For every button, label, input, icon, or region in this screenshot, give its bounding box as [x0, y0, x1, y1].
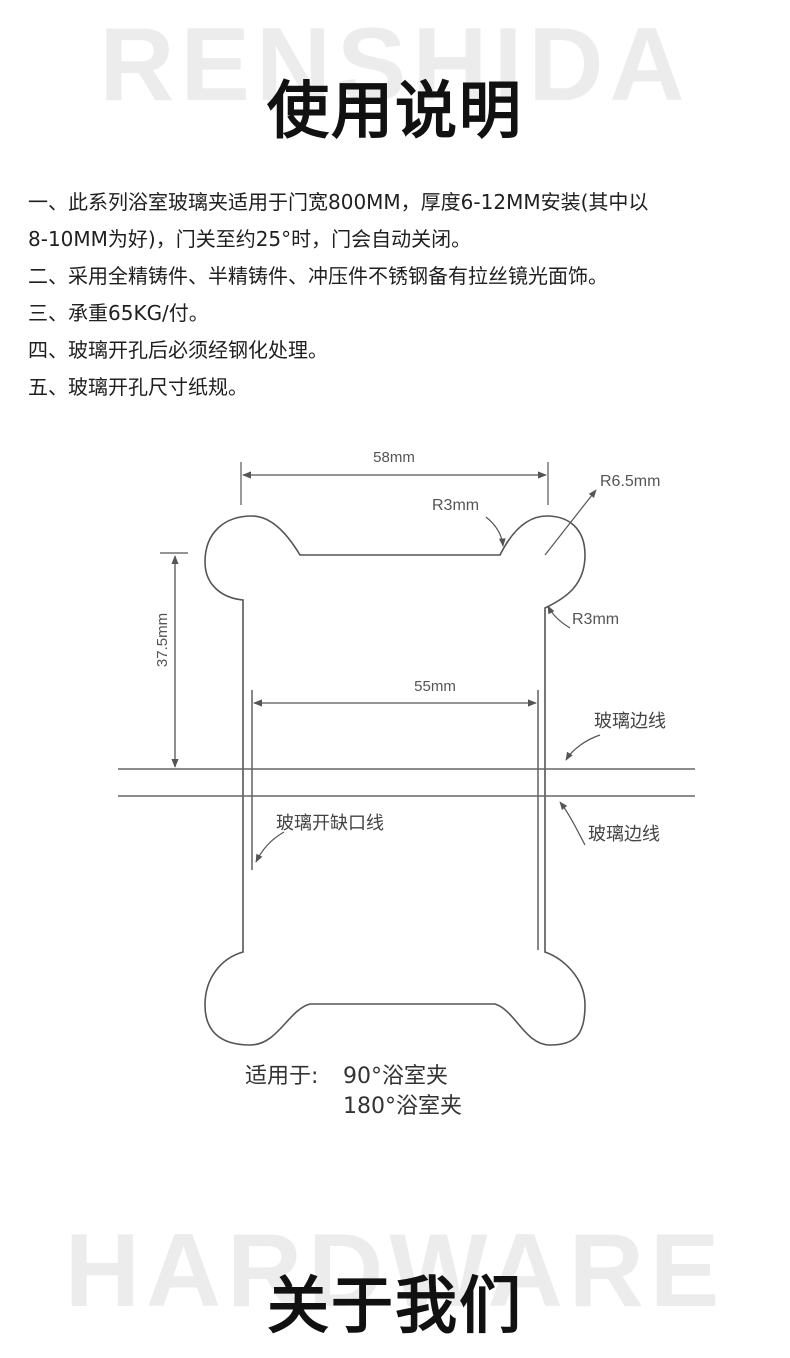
- instruction-line: 四、玻璃开孔后必须经钢化处理。: [28, 338, 328, 362]
- instruction-line: 一、此系列浴室玻璃夹适用于门宽800MM，厚度6-12MM安装(其中以: [28, 190, 649, 214]
- leader-glass-edge-top: [565, 734, 601, 761]
- leader-r65: [544, 489, 597, 556]
- applicable-item: 90°浴室夹: [343, 1064, 448, 1089]
- instruction-line: 三、承重65KG/付。: [28, 301, 209, 325]
- watermark-top: RENSHIDA: [99, 7, 691, 123]
- label-glass-edge-bottom: 玻璃边线: [588, 824, 660, 845]
- page-title: 使用说明: [266, 74, 523, 147]
- cutout-outline: [204, 515, 586, 1046]
- leader-r3-right: [547, 605, 571, 629]
- leader-glass-edge-bottom: [559, 801, 586, 846]
- dim-label-r3-right: R3mm: [572, 611, 619, 628]
- label-glass-edge-top: 玻璃边线: [594, 711, 666, 732]
- dim-label-58: 58mm: [373, 449, 415, 466]
- applicable-models: 适用于: 90°浴室夹 180°浴室夹: [245, 1062, 462, 1122]
- applicable-label: 适用于:: [245, 1064, 319, 1089]
- watermark-bottom: HARDWARE: [64, 1213, 726, 1329]
- dim-label-r65: R6.5mm: [600, 473, 660, 490]
- instructions-list: 一、此系列浴室玻璃夹适用于门宽800MM，厚度6-12MM安装(其中以 8-10…: [28, 184, 768, 406]
- instruction-line: 五、玻璃开孔尺寸纸规。: [28, 375, 248, 399]
- instruction-line: 二、采用全精铸件、半精铸件、冲压件不锈钢备有拉丝镜光面饰。: [28, 264, 608, 288]
- leader-r3-top: [485, 516, 506, 547]
- dim-label-37: 37.5mm: [154, 613, 171, 667]
- applicable-item: 180°浴室夹: [343, 1094, 462, 1119]
- instruction-line: 8-10MM为好)，门关至约25°时，门会自动关闭。: [28, 227, 472, 251]
- section-title-about: 关于我们: [266, 1269, 523, 1342]
- dim-label-r3-top: R3mm: [432, 497, 479, 514]
- label-notch-line: 玻璃开缺口线: [276, 813, 384, 834]
- dim-label-55: 55mm: [414, 678, 456, 695]
- cutout-template-diagram: 58mm R6.5mm R3mm R3mm 37.5mm 55mm 玻璃边线 玻…: [118, 449, 695, 1046]
- leader-notch-line: [255, 831, 285, 863]
